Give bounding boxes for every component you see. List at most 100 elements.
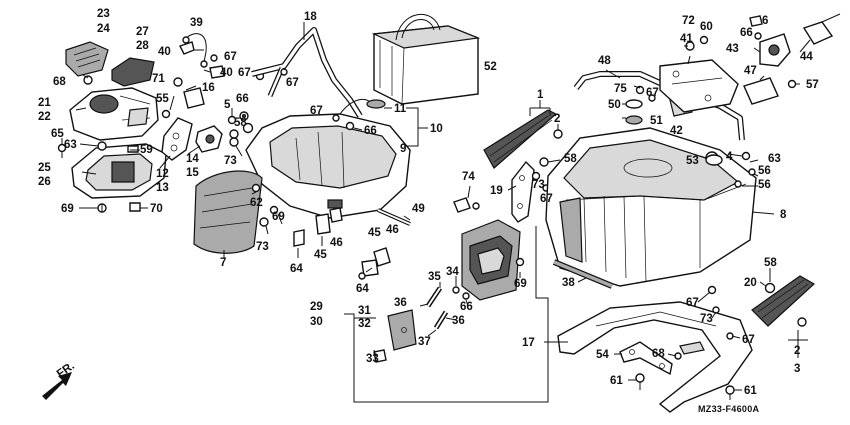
fasteners-lid — [332, 114, 355, 131]
label-27: 27 — [136, 26, 149, 38]
label-47: 47 — [744, 65, 757, 77]
label-46b: 46 — [386, 224, 399, 236]
part-29-inner-panel — [461, 219, 521, 301]
hinges-mid — [293, 207, 343, 247]
label-72: 72 — [682, 15, 695, 27]
label-35: 35 — [428, 271, 441, 283]
label-67g: 67 — [686, 297, 699, 309]
label-63b: 63 — [768, 153, 781, 165]
label-58b: 58 — [564, 153, 577, 165]
label-29: 29 — [310, 301, 323, 313]
label-16: 16 — [202, 82, 215, 94]
label-21: 21 — [38, 97, 51, 109]
label-46a: 46 — [330, 237, 343, 249]
fasteners-top-center — [625, 85, 656, 125]
label-19: 19 — [490, 185, 503, 197]
part-8-trunk-body — [545, 127, 757, 287]
hinge-pins-35-36-37 — [373, 286, 470, 363]
label-73b: 73 — [256, 241, 269, 253]
label-64b: 64 — [356, 283, 369, 295]
label-62: 62 — [250, 197, 263, 209]
label-60: 60 — [700, 21, 713, 33]
label-15: 15 — [186, 167, 199, 179]
label-43: 43 — [726, 43, 739, 55]
label-51: 51 — [650, 115, 663, 127]
part-38-rod — [552, 259, 614, 289]
label-6: 6 — [762, 15, 768, 27]
label-1: 1 — [537, 89, 544, 101]
label-64a: 64 — [290, 263, 303, 275]
front-direction-arrow — [42, 372, 72, 400]
label-40b: 40 — [220, 67, 233, 79]
label-58a: 58 — [234, 117, 247, 129]
label-54: 54 — [596, 349, 609, 361]
label-7: 7 — [220, 257, 226, 269]
label-66c: 66 — [740, 27, 753, 39]
label-68b: 68 — [652, 348, 665, 360]
part-19-side-bracket — [453, 160, 535, 223]
label-33: 33 — [366, 353, 379, 365]
part-27-lid — [111, 57, 155, 87]
label-52: 52 — [484, 61, 497, 73]
label-2a: 2 — [554, 113, 560, 125]
part-11-emblem — [366, 99, 386, 109]
label-66b: 66 — [364, 125, 377, 137]
label-44: 44 — [800, 51, 813, 63]
part-49-rod — [377, 208, 411, 226]
part-23-grille-cover — [65, 41, 109, 77]
label-75: 75 — [614, 83, 627, 95]
part-69-bolt — [515, 257, 525, 267]
part-43-lock-assembly — [743, 13, 841, 105]
label-71: 71 — [152, 73, 165, 85]
label-69c: 69 — [514, 278, 527, 290]
label-48: 48 — [598, 55, 611, 67]
label-50: 50 — [608, 99, 621, 111]
label-25: 25 — [38, 162, 51, 174]
label-74: 74 — [462, 171, 475, 183]
label-55: 55 — [156, 93, 169, 105]
part-18-grab-rail — [251, 27, 363, 118]
part-39-wire — [179, 33, 218, 68]
fasteners-upper-mid — [161, 65, 265, 119]
part-52-luggage-bag — [371, 14, 481, 105]
label-23: 23 — [97, 8, 110, 20]
fasteners-trunk-right — [705, 151, 756, 188]
label-32: 32 — [358, 318, 371, 330]
label-28: 28 — [136, 40, 149, 52]
part-21-pocket-housing — [69, 87, 159, 141]
label-67b: 67 — [238, 67, 251, 79]
label-22: 22 — [38, 111, 51, 123]
part-12-hinge-bracket — [161, 117, 193, 161]
diagram-code: MZ33-F4600A — [698, 404, 760, 414]
label-70: 70 — [150, 203, 163, 215]
label-56a: 56 — [758, 165, 771, 177]
label-67f: 67 — [646, 87, 659, 99]
label-20: 20 — [744, 277, 757, 289]
label-53: 53 — [686, 155, 699, 167]
label-3: 3 — [794, 363, 800, 375]
label-67a: 67 — [224, 51, 237, 63]
direction-label: FR. — [55, 360, 77, 380]
fasteners-right-lower — [707, 282, 807, 340]
label-2b: 2 — [794, 345, 800, 357]
label-69b: 69 — [272, 211, 285, 223]
label-11: 11 — [394, 103, 407, 115]
label-18: 18 — [304, 11, 317, 23]
label-61b: 61 — [744, 385, 757, 397]
leader-lines — [61, 22, 811, 403]
label-8: 8 — [780, 209, 787, 221]
fasteners-pad — [251, 183, 279, 227]
label-66d: 66 — [460, 301, 473, 313]
label-66a: 66 — [236, 93, 249, 105]
label-67e: 67 — [540, 193, 553, 205]
label-65: 65 — [51, 128, 64, 140]
label-73d: 73 — [700, 313, 713, 325]
label-34: 34 — [446, 266, 459, 278]
label-40a: 40 — [158, 46, 171, 58]
part-25-lower-tray — [71, 143, 167, 199]
label-58c: 58 — [764, 257, 777, 269]
label-67h: 67 — [742, 334, 755, 346]
part-labels: 23 24 27 28 68 39 40 67 40 67 71 16 55 2… — [38, 8, 819, 414]
part-17-lower-bumper — [557, 301, 753, 413]
